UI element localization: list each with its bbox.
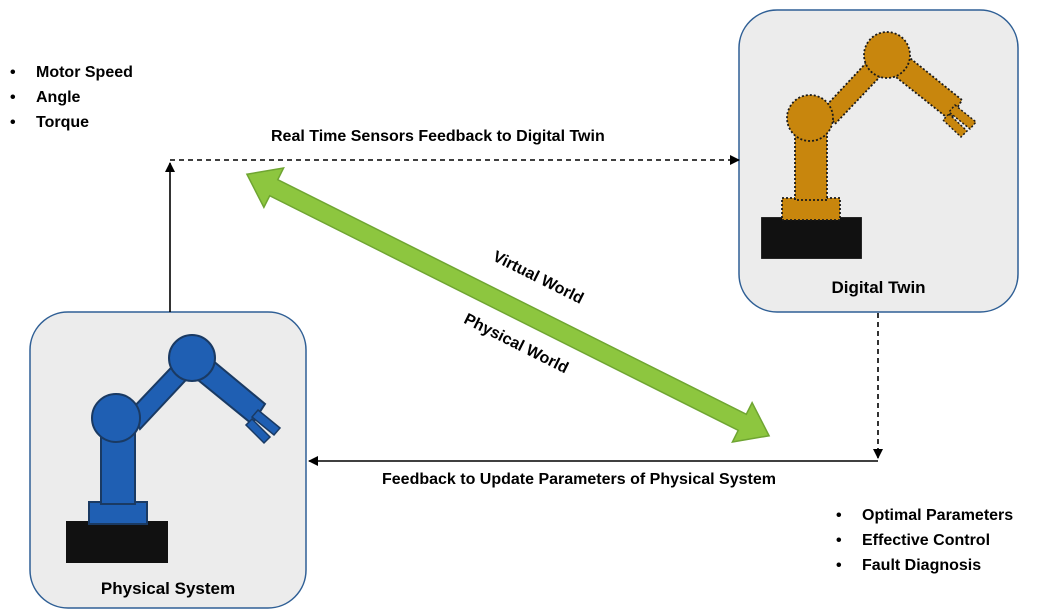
outcome-item: Effective Control: [836, 528, 1013, 553]
outcome-item: Fault Diagnosis: [836, 553, 1013, 578]
physical-system-title: Physical System: [100, 579, 236, 598]
sensor-parameter-item: Motor Speed: [10, 60, 133, 85]
bottom-arrow-label: Feedback to Update Parameters of Physica…: [382, 471, 776, 488]
sensor-parameters-list: Motor Speed Angle Torque: [10, 60, 133, 135]
digital-twin-robot-icon: [761, 31, 978, 259]
outcomes-list: Optimal Parameters Effective Control Fau…: [836, 503, 1013, 578]
digital-twin-title: Digital Twin: [831, 278, 926, 297]
physical-robot-icon: [66, 334, 282, 563]
virtual-physical-double-arrow: [245, 167, 771, 443]
outcome-item: Optimal Parameters: [836, 503, 1013, 528]
physical-system-box: [29, 311, 307, 609]
sensor-parameter-item: Torque: [10, 110, 133, 135]
top-arrow-label: Real Time Sensors Feedback to Digital Tw…: [271, 128, 605, 145]
sensor-parameter-item: Angle: [10, 85, 133, 110]
